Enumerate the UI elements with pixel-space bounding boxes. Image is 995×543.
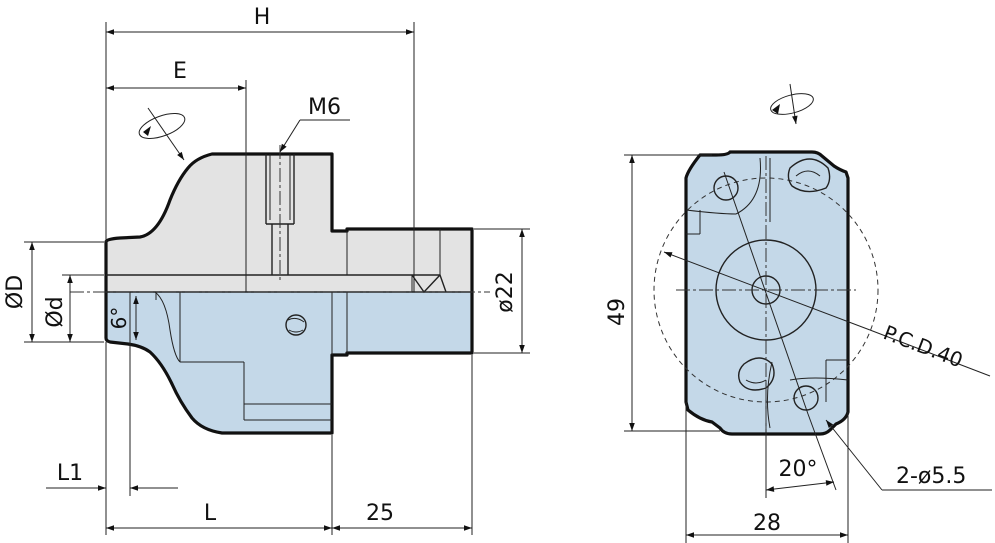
dim-L-label: L: [204, 501, 217, 526]
dim-E-label: E: [173, 59, 187, 84]
front-view: 49 P.C.D.40 28 20° 2-ø5.5: [605, 83, 992, 543]
dim-OD-label: ØD: [3, 275, 28, 309]
pcd-label: P.C.D.40: [880, 320, 966, 372]
holes-label: 2-ø5.5: [896, 464, 966, 489]
dim-M6-label: M6: [308, 95, 341, 120]
side-view-upper-body: [106, 154, 472, 292]
dim-49-label: 49: [605, 298, 630, 326]
dim-28-label: 28: [753, 511, 781, 536]
rotation-arrow-icon: [138, 107, 186, 161]
dim-6deg-label: 6°: [107, 307, 131, 330]
side-view: H E M6 ØD Ød 6° ø22: [3, 5, 530, 535]
side-view-lower-body: [106, 292, 472, 433]
dim-20deg-label: 20°: [779, 457, 818, 482]
dim-L1-label: L1: [57, 461, 83, 486]
side-view-outline: [104, 152, 474, 435]
dim-dia22-label: ø22: [493, 271, 518, 312]
dim-Od-label: Ød: [43, 296, 68, 327]
dim-25-label: 25: [366, 501, 394, 526]
rotation-arrow-icon: [770, 83, 814, 125]
dim-H-label: H: [254, 5, 271, 30]
front-view-body: [684, 150, 850, 436]
